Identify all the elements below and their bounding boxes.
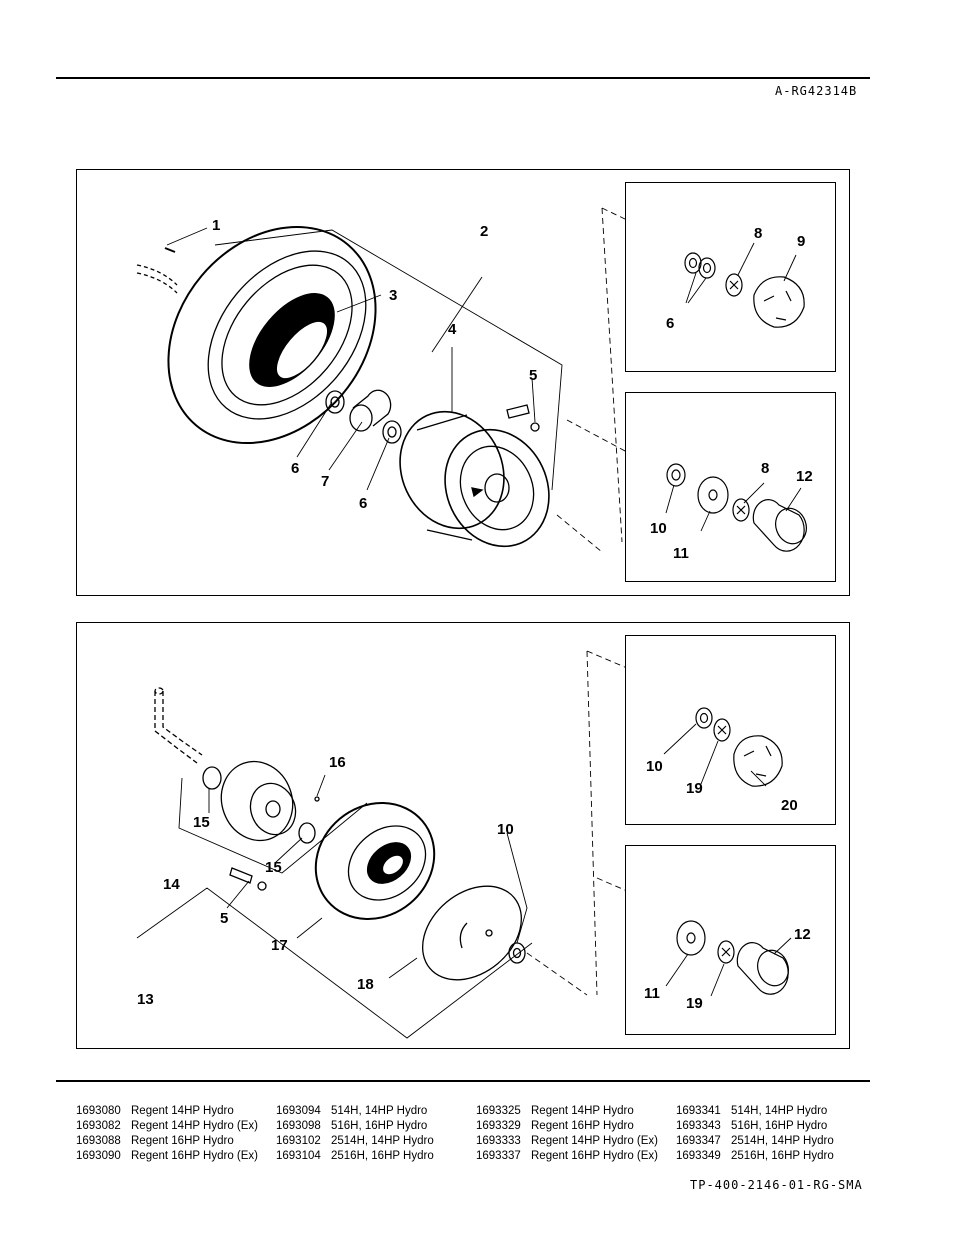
callout-12b: 12 <box>794 926 811 943</box>
callout-6b: 6 <box>359 495 367 512</box>
figure-code: A-RG42314B <box>775 84 858 98</box>
top-diagram-panel: 1 2 3 4 5 6 7 6 8 9 6 <box>76 169 850 596</box>
callout-20: 20 <box>781 797 798 814</box>
callout-19a: 19 <box>686 780 703 797</box>
inset-hub-cap-drawing: 8 9 6 <box>666 225 805 332</box>
callout-13: 13 <box>137 991 154 1008</box>
callout-9: 9 <box>797 233 805 250</box>
valve-cap-part <box>136 247 178 294</box>
top-rule <box>56 77 870 79</box>
leader-lines <box>166 207 628 553</box>
inset-axle-cap-2-drawing: 11 19 12 <box>644 920 811 1012</box>
axle-part <box>154 687 203 764</box>
leader-lines-2 <box>136 650 628 1039</box>
callout-11b: 11 <box>644 985 660 1002</box>
callout-14: 14 <box>163 876 180 893</box>
tire-part-2 <box>314 802 436 920</box>
doc-code: TP-400-2146-01-RG-SMA <box>690 1178 863 1192</box>
inset-hub-cap-2: 10 19 20 <box>625 635 836 825</box>
inset-hub-cap-2-drawing: 10 19 20 <box>646 707 798 814</box>
callout-5b: 5 <box>220 910 228 927</box>
callout-17: 17 <box>271 937 288 954</box>
valve-stem-part-2 <box>229 796 320 891</box>
callout-16: 16 <box>329 754 346 771</box>
callout-8b: 8 <box>761 460 769 477</box>
callout-12: 12 <box>796 468 813 485</box>
callout-3: 3 <box>389 287 397 304</box>
valve-stem-part <box>506 404 540 432</box>
callout-10b: 10 <box>497 821 514 838</box>
callout-6a: 6 <box>291 460 299 477</box>
rim-part <box>399 410 550 548</box>
callout-10: 10 <box>650 520 667 537</box>
callout-7: 7 <box>321 473 329 490</box>
inset-axle-cap-drawing: 10 11 8 12 <box>650 460 813 562</box>
tire-part <box>167 225 377 445</box>
hub-part <box>202 760 316 844</box>
callout-19b: 19 <box>686 995 703 1012</box>
callout-2: 2 <box>480 223 488 240</box>
bearing-part <box>325 389 402 444</box>
callout-6c: 6 <box>666 315 674 332</box>
top-exploded-view: 1 2 3 4 5 6 7 6 <box>136 207 628 553</box>
bottom-rule <box>56 1080 870 1082</box>
callout-8: 8 <box>754 225 762 242</box>
callout-11: 11 <box>673 545 689 562</box>
callout-1: 1 <box>212 217 220 234</box>
inset-axle-cap-2: 11 19 12 <box>625 845 836 1035</box>
callout-4: 4 <box>448 321 457 338</box>
inset-axle-cap: 10 11 8 12 <box>625 392 836 582</box>
callout-10c: 10 <box>646 758 663 775</box>
callout-15a: 15 <box>193 814 210 831</box>
bottom-exploded-view: 16 15 15 14 5 17 13 18 10 <box>136 650 628 1039</box>
bottom-diagram-panel: 16 15 15 14 5 17 13 18 10 10 19 20 <box>76 622 850 1049</box>
callout-18: 18 <box>357 976 374 993</box>
callout-15b: 15 <box>265 859 282 876</box>
inset-hub-cap: 8 9 6 <box>625 182 836 372</box>
callout-5: 5 <box>529 367 537 384</box>
